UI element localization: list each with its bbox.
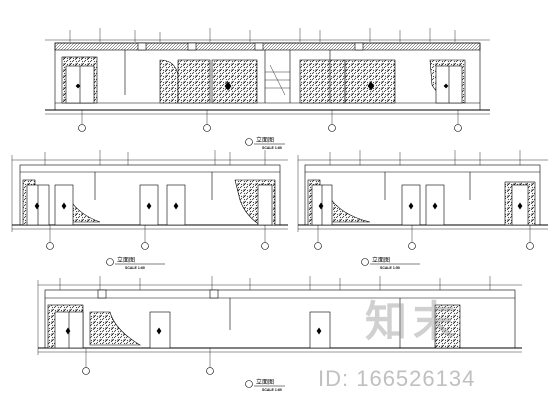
elevation-a-ceiling <box>54 42 481 51</box>
door <box>257 184 273 226</box>
stone-panel <box>177 59 211 104</box>
stone-panel <box>344 59 396 104</box>
elevation-b-title: 立面图 <box>117 256 135 264</box>
elevation-b-scale: SCALE 1:60 <box>125 266 145 270</box>
watermark-logo: 知末 <box>365 297 462 346</box>
elevation-d <box>37 276 522 388</box>
elevation-a-title: 立面图 <box>256 136 274 144</box>
elevation-a-scale: SCALE 1:60 <box>262 146 282 150</box>
elevation-c <box>297 150 548 266</box>
elevation-a <box>45 28 490 146</box>
stone-curve <box>89 311 142 346</box>
stone-panel <box>299 59 346 104</box>
elevation-b <box>11 150 288 266</box>
elevation-d-title: 立面图 <box>256 378 274 386</box>
elevation-c-title: 立面图 <box>372 256 390 264</box>
watermark-id: ID: 166526134 <box>318 366 476 391</box>
elevation-a-frame <box>54 42 481 111</box>
elevation-c-scale: SCALE 1:50 <box>380 266 400 270</box>
stone-curve <box>159 59 179 104</box>
stone-panel <box>211 59 258 104</box>
elevation-d-scale: SCALE 1:60 <box>262 388 282 392</box>
